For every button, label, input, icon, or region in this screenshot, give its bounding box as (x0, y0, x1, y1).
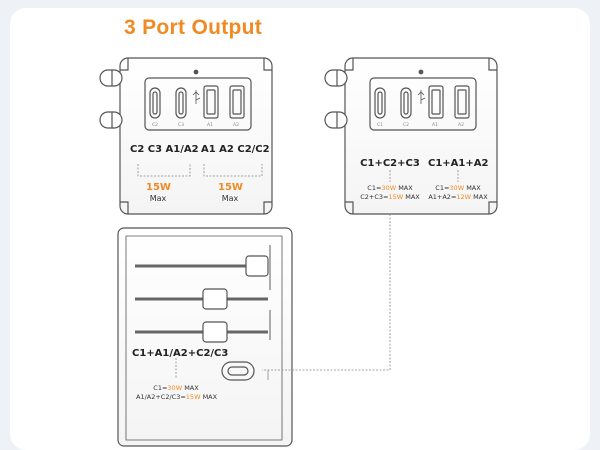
left-port-label: C2 (152, 123, 159, 128)
combo-name: C1+A1+A2 (428, 158, 489, 169)
port-group-label: C2 C3 A1/A2 (130, 144, 199, 155)
left-port-label: A1 (207, 123, 213, 128)
combo-spec-line1: C1=30W MAX (435, 184, 481, 192)
page-title: 3 Port Output (124, 16, 263, 39)
combo-name: C1+C2+C3 (360, 158, 420, 169)
right-port-label: A1 (432, 123, 438, 128)
group-max: Max (149, 194, 167, 203)
left-port-label: A2 (233, 123, 239, 128)
combo-name: C1+A1/A2+C2/C3 (132, 348, 229, 359)
combo-spec-line2: A1/A2+C2/C3=15W MAX (136, 393, 218, 401)
combo-spec-line1: C1=30W MAX (367, 184, 413, 192)
right-port-label: A2 (458, 123, 464, 128)
left-adapter (99, 57, 273, 215)
connector-line (262, 214, 391, 371)
right-port-label: C2 (403, 123, 410, 128)
group-watt: 15W (146, 182, 171, 193)
right-adapter (324, 57, 498, 215)
group-max: Max (221, 194, 239, 203)
right-port-label: C1 (377, 123, 384, 128)
combo-spec-line1: C1=30W MAX (153, 384, 199, 392)
port-group-label: A1 A2 C2/C2 (201, 144, 270, 155)
bottom-adapter (117, 227, 293, 447)
group-watt: 15W (218, 182, 243, 193)
left-port-label: C3 (178, 123, 185, 128)
combo-spec-line2: C2+C3=15W MAX (360, 193, 420, 201)
combo-spec-line2: A1+A2=12W MAX (428, 193, 488, 201)
